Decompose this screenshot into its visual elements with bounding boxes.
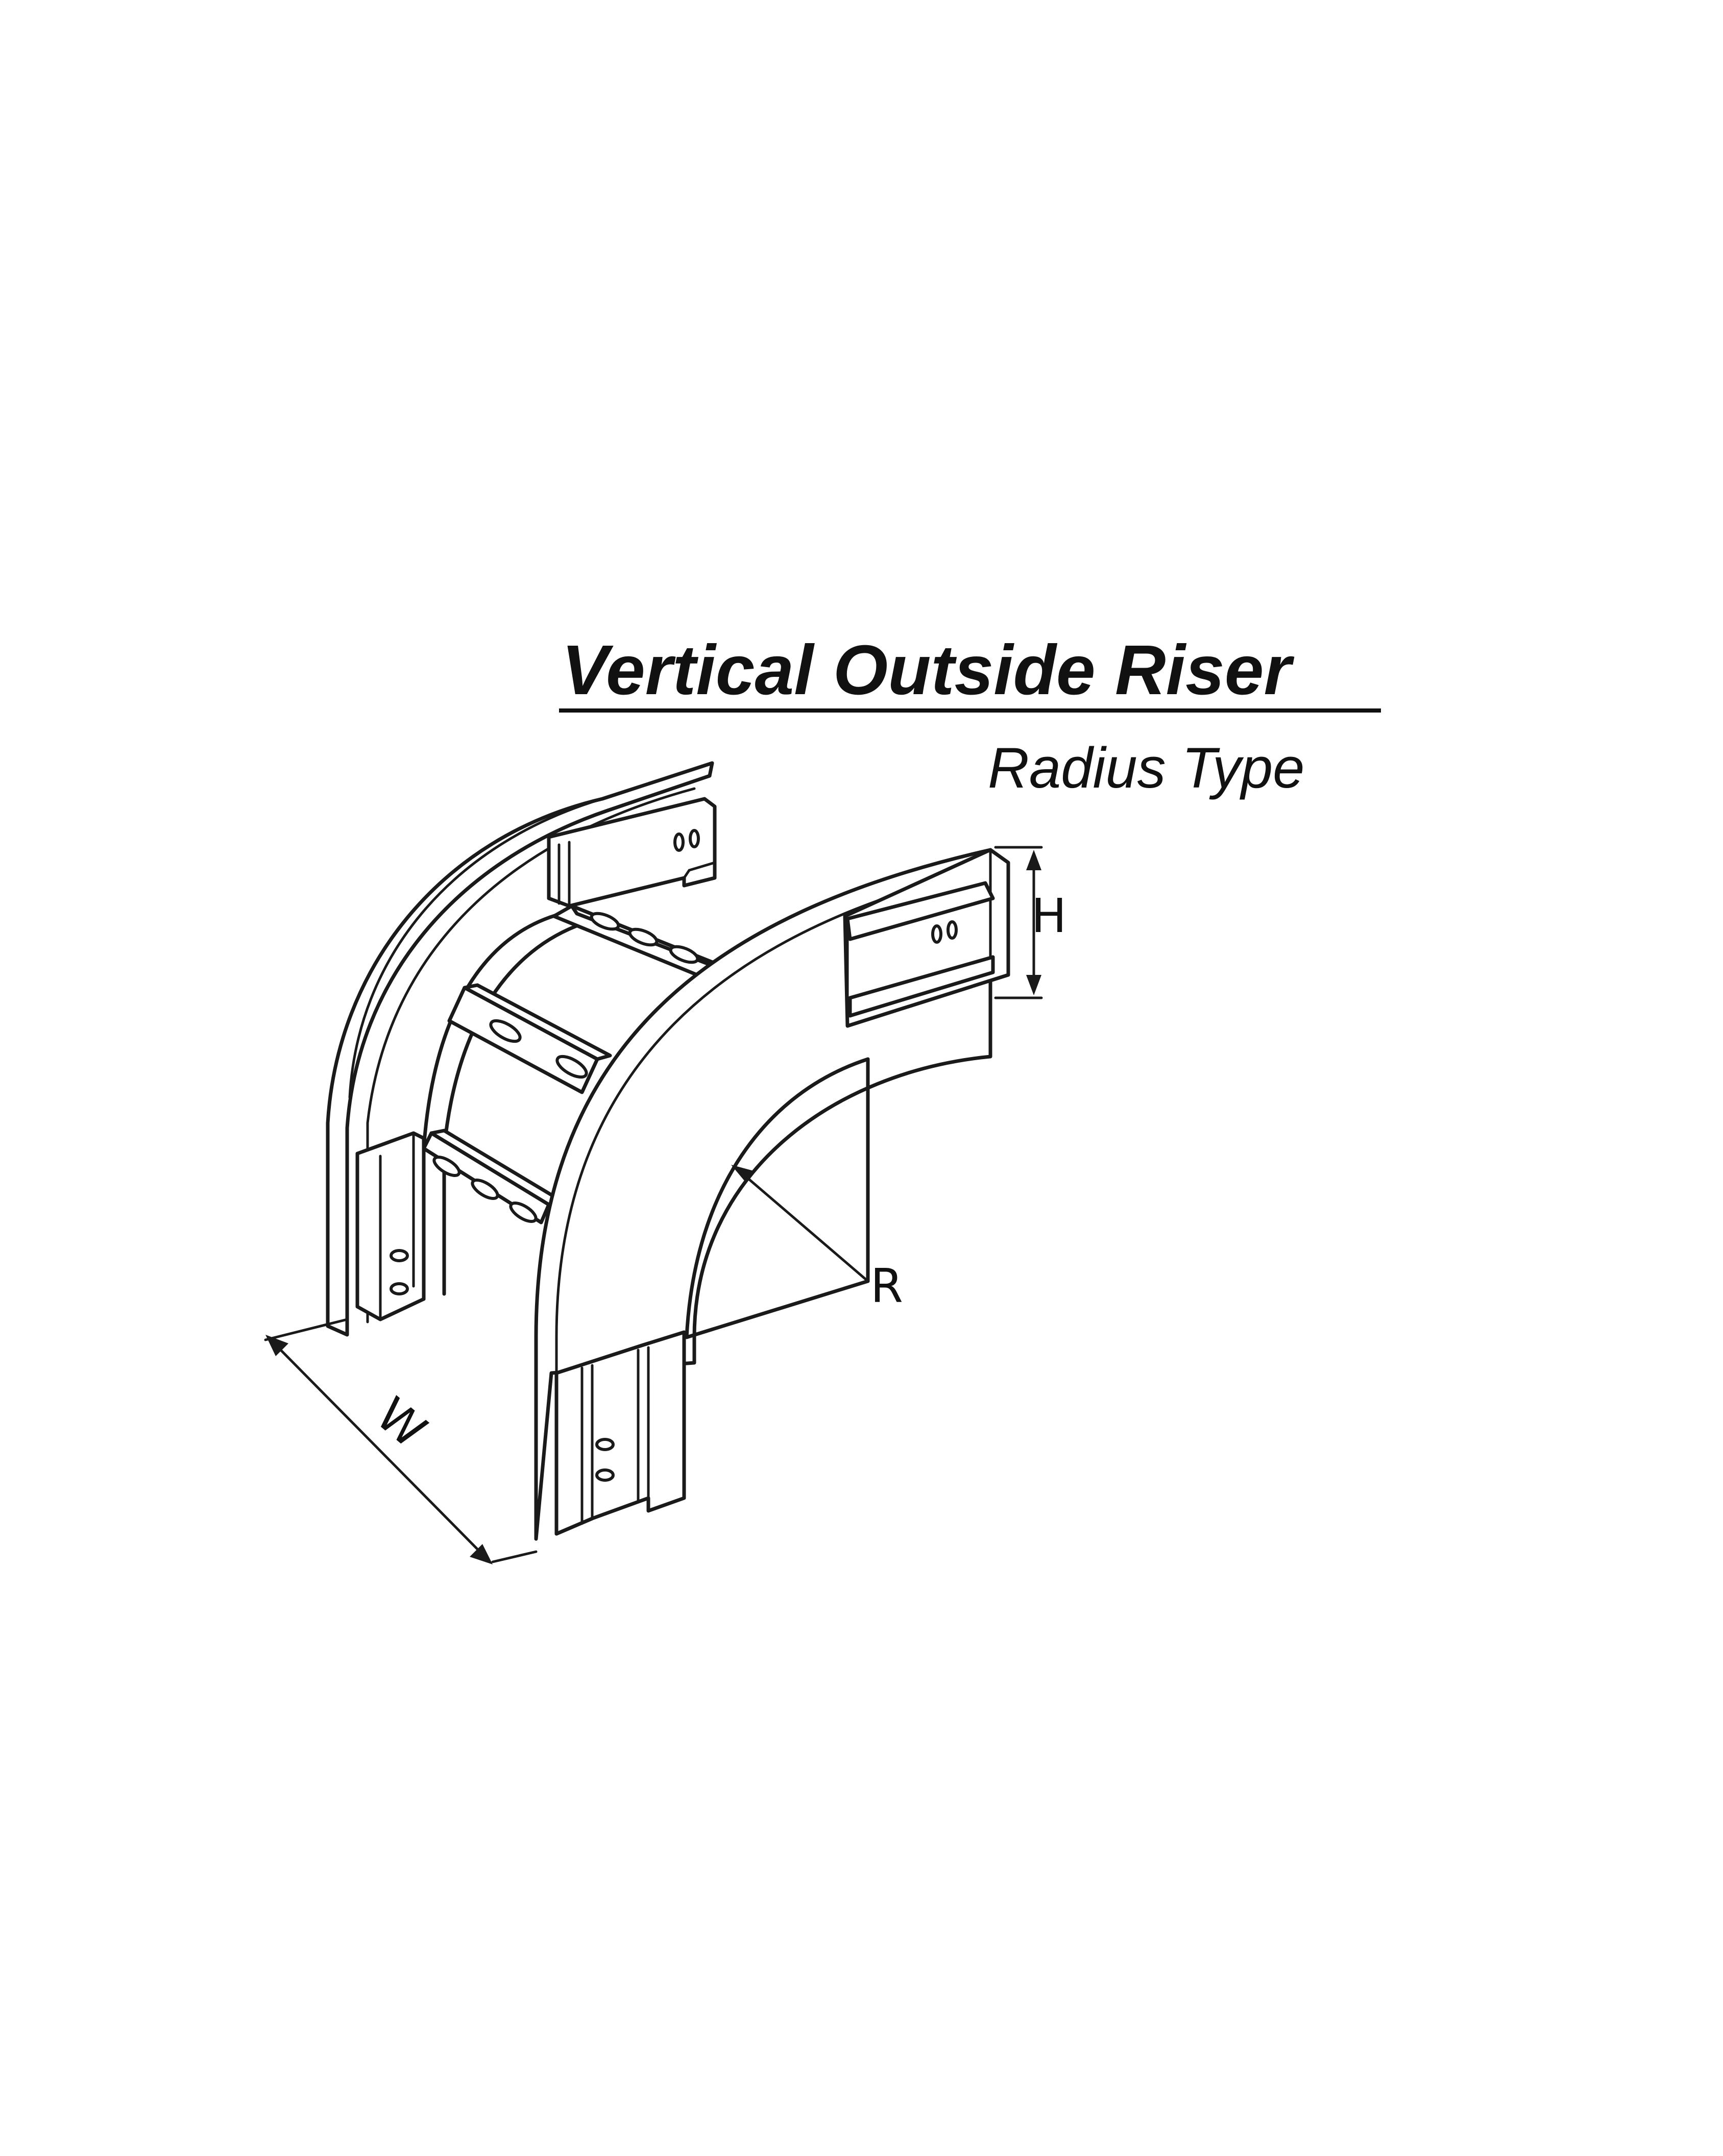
bottom-front-connector — [554, 1330, 686, 1536]
radius-arc — [685, 1057, 870, 1339]
height-dimension-arrow — [994, 846, 1043, 999]
rung-middle — [447, 983, 612, 1094]
diagram-subtitle: Radius Type — [988, 736, 1305, 800]
diagram-title: Vertical Outside Riser — [562, 631, 1292, 709]
right-top-connector — [843, 848, 1010, 1028]
left-bottom-connector — [355, 1131, 426, 1321]
height-label: H — [1031, 889, 1067, 943]
title-underline — [559, 708, 1381, 713]
top-back-connector — [547, 797, 717, 908]
back-side-rail — [326, 761, 714, 1337]
rung-bottom — [422, 1129, 561, 1224]
width-dimension-arrow — [264, 1318, 538, 1564]
radius-arrow — [731, 1165, 869, 1283]
radius-label: R — [870, 1259, 903, 1313]
